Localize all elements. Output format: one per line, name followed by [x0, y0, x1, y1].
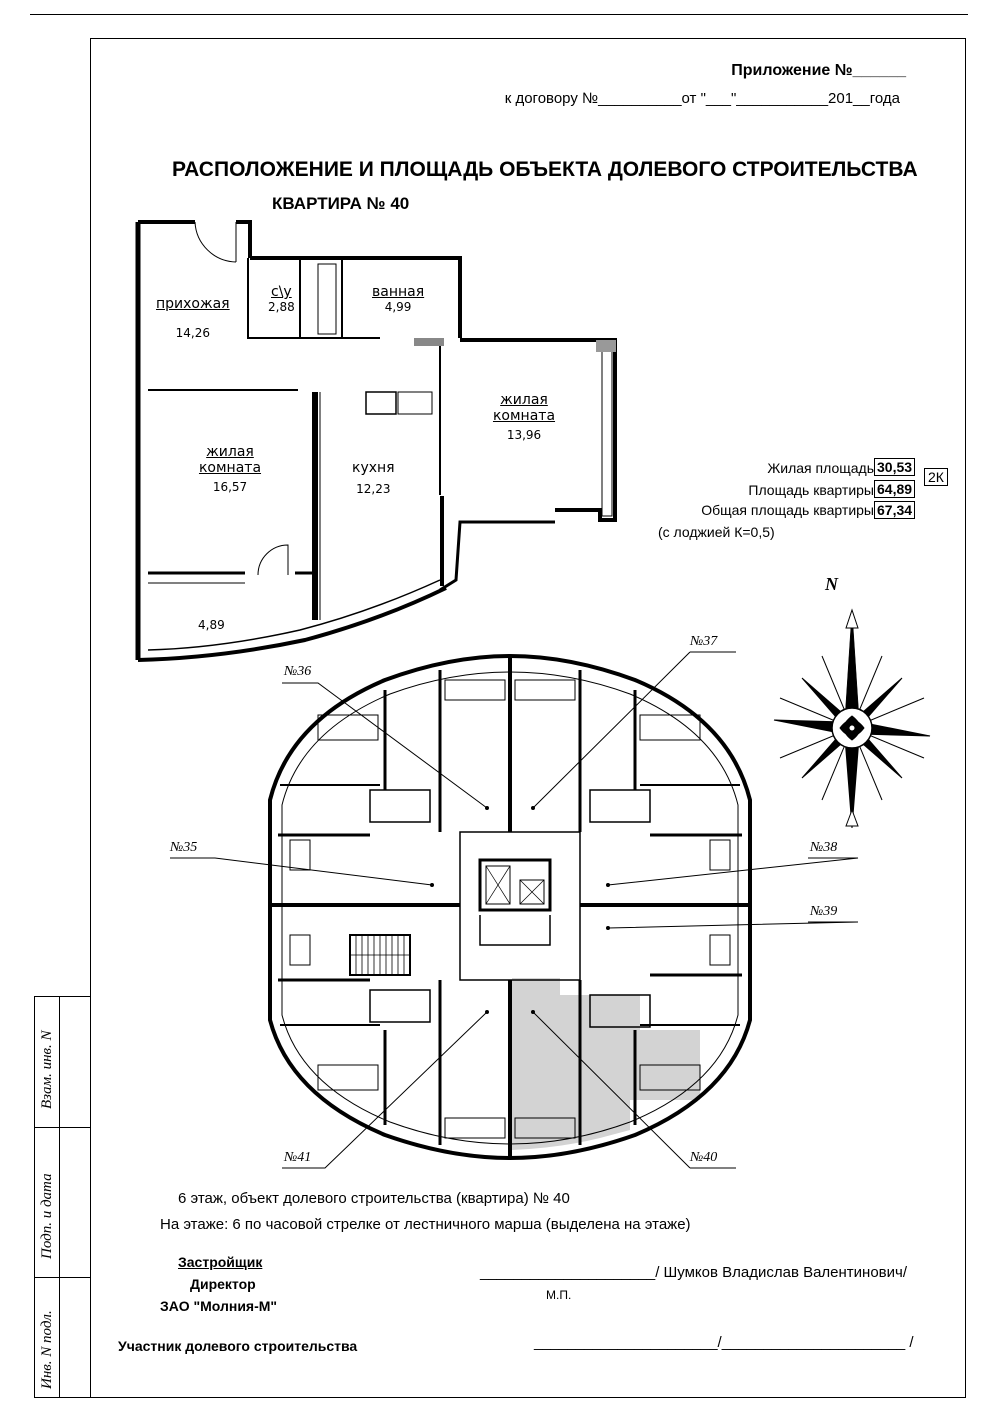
participant-label: Участник долевого строительства	[118, 1338, 358, 1354]
company-label: ЗАО "Молния-М"	[160, 1298, 278, 1314]
page-title: РАСПОЛОЖЕНИЕ И ПЛОЩАДЬ ОБЪЕКТА ДОЛЕВОГО …	[172, 158, 918, 181]
total-area-label: Общая площадь квартиры	[701, 502, 874, 518]
developer-label: Застройщик	[178, 1254, 263, 1270]
callout-35: №35	[170, 840, 198, 855]
total-area-value: 67,34	[874, 501, 916, 519]
apartment-area-label: Площадь квартиры	[748, 482, 874, 498]
signer-line: _____________________/ Шумков Владислав …	[480, 1264, 908, 1281]
floor-line-2: На этаже: 6 по часовой стрелке от лестни…	[160, 1216, 691, 1233]
callout-39: №39	[810, 904, 838, 919]
apartment-subtitle: КВАРТИРА № 40	[272, 194, 410, 213]
page-frame	[90, 38, 966, 1398]
room-loggia: 4,89	[198, 618, 225, 632]
compass-north-label: N	[825, 574, 838, 594]
appendix-label: Приложение №______	[731, 62, 906, 79]
stamp-label: М.П.	[546, 1288, 572, 1302]
contract-line: к договору №__________от "___"__________…	[504, 90, 900, 107]
living-area-value: 30,53	[874, 458, 916, 476]
callout-41: №41	[284, 1150, 312, 1165]
living-area-label: Жилая площадь	[767, 460, 874, 476]
loggia-note: (с лоджией К=0,5)	[658, 524, 775, 540]
stamp-column: Взам. инв. N Подп. и дата Инв. N подл.	[34, 996, 91, 1398]
floor-line-1: 6 этаж, объект долевого строительства (к…	[178, 1190, 570, 1207]
callout-40: №40	[690, 1150, 718, 1165]
apartment-area-value: 64,89	[874, 480, 916, 498]
callout-38: №38	[810, 840, 838, 855]
type-badge: 2К	[924, 468, 948, 486]
director-label: Директор	[190, 1276, 256, 1292]
callout-36: №36	[284, 664, 312, 679]
callout-37: №37	[690, 634, 718, 649]
top-rule	[30, 14, 968, 15]
compass-rose-icon	[773, 608, 931, 829]
participant-signature-line: ______________________/_________________…	[534, 1334, 914, 1351]
